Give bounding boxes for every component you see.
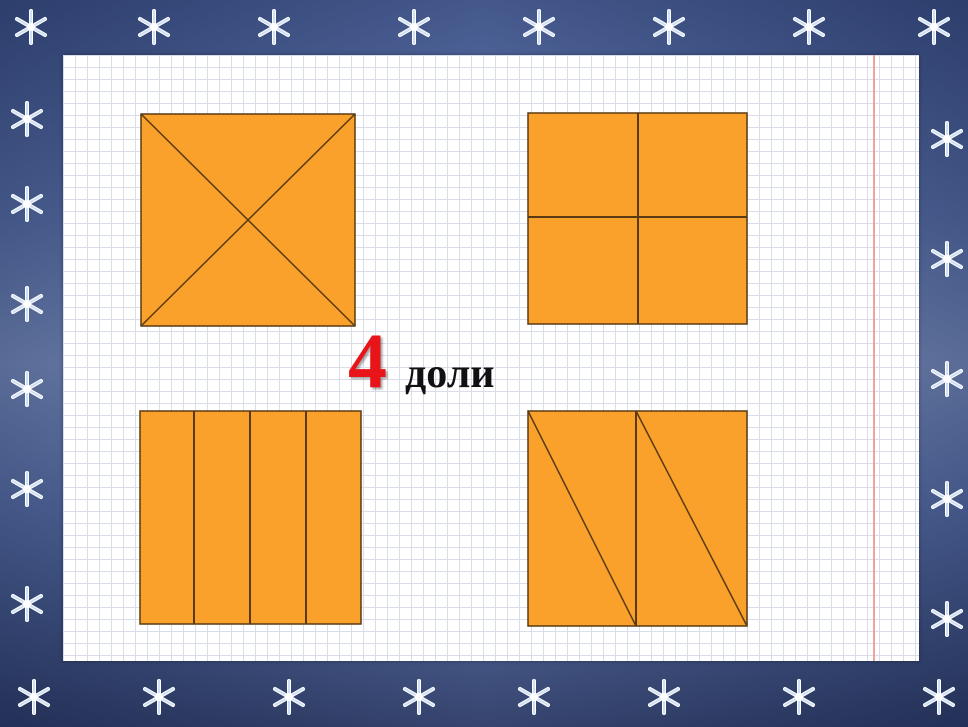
caption-number: 4 <box>348 322 387 400</box>
snowflake-icon <box>650 8 688 46</box>
square-divided-into-quarters <box>527 112 749 326</box>
snowflake-icon <box>8 100 46 138</box>
snowflake-icon <box>520 8 558 46</box>
snowflake-icon <box>395 8 433 46</box>
snowflake-icon <box>928 120 966 158</box>
snowflake-icon <box>8 285 46 323</box>
snowflake-icon <box>8 585 46 623</box>
snowflake-icon <box>920 678 958 716</box>
snowflake-icon <box>780 678 818 716</box>
snowflake-icon <box>928 480 966 518</box>
square-divided-into-triangles <box>527 410 749 628</box>
margin-line <box>873 55 875 661</box>
snowflake-icon <box>270 678 308 716</box>
snowflake-icon <box>135 8 173 46</box>
snowflake-icon <box>400 678 438 716</box>
snowflake-icon <box>645 678 683 716</box>
snowflake-icon <box>915 8 953 46</box>
snowflake-icon <box>8 470 46 508</box>
snowflake-icon <box>515 678 553 716</box>
snowflake-icon <box>12 8 50 46</box>
snowflake-icon <box>140 678 178 716</box>
snowflake-icon <box>8 370 46 408</box>
square-divided-into-vertical-strips <box>139 410 363 626</box>
snowflake-icon <box>928 360 966 398</box>
caption: 4 доли <box>348 322 494 402</box>
caption-word: доли <box>405 353 494 395</box>
snowflake-icon <box>8 185 46 223</box>
snowflake-icon <box>928 600 966 638</box>
snowflake-icon <box>790 8 828 46</box>
snowflake-icon <box>928 240 966 278</box>
snowflake-icon <box>15 678 53 716</box>
snowflake-icon <box>255 8 293 46</box>
square-divided-by-diagonals <box>140 113 358 329</box>
